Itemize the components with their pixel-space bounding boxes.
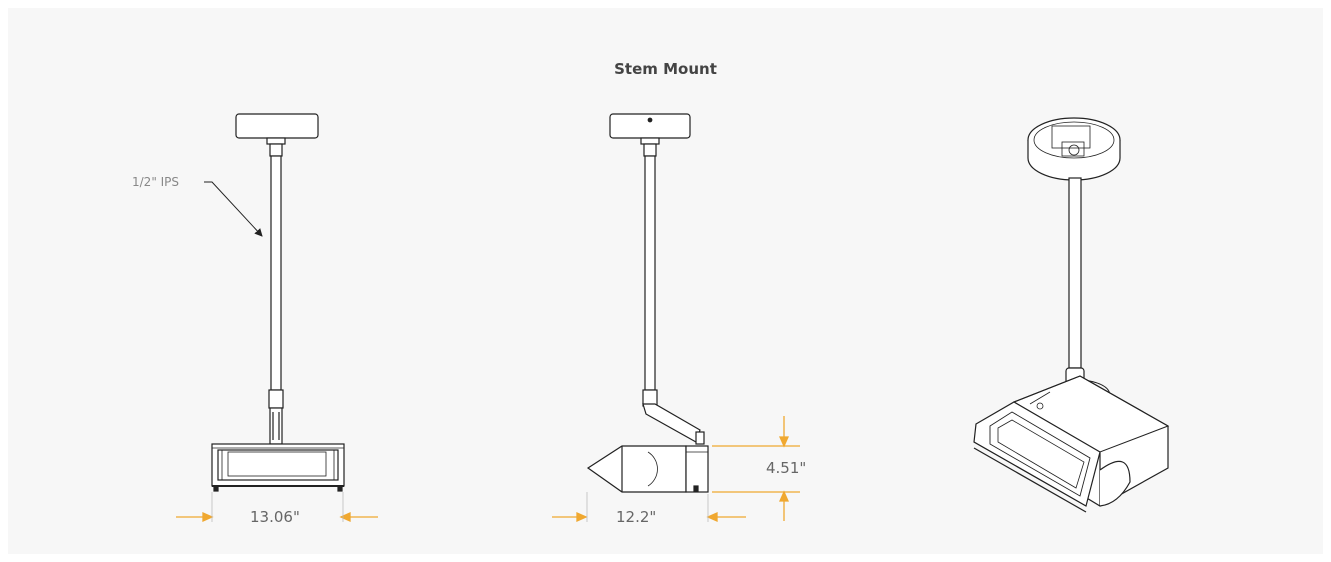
side-height-label: 4.51" (766, 459, 807, 477)
isometric-view (973, 117, 1170, 513)
side-height-dimension (712, 416, 800, 521)
page-title: Stem Mount (614, 60, 717, 78)
canopy-front (235, 113, 319, 139)
stem-pipe-front (270, 155, 282, 391)
front-width-label: 13.06" (250, 508, 300, 526)
side-view (586, 113, 709, 493)
side-width-label: 12.2" (616, 508, 657, 526)
side-width-dimension (552, 492, 746, 523)
stem-pipe-side (644, 155, 656, 391)
front-view (204, 113, 345, 492)
canopy-side (609, 113, 691, 139)
front-width-dimension (176, 492, 378, 523)
stem-pipe-iso (1068, 177, 1082, 369)
fixture-front (211, 443, 345, 487)
fixture-side (586, 445, 687, 493)
pipe-callout-label: 1/2" IPS (132, 175, 180, 189)
